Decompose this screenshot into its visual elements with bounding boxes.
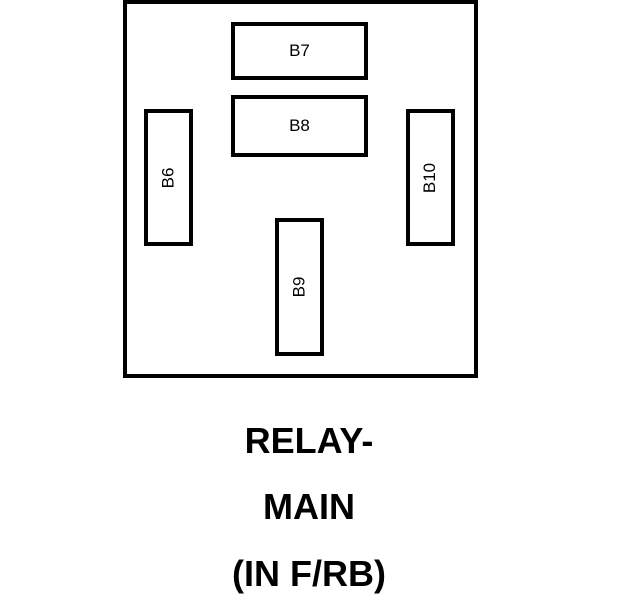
terminal-b7-label: B7 [289, 41, 310, 60]
terminal-b6: B6 [144, 109, 193, 246]
terminal-b7: B7 [231, 22, 368, 80]
caption-line-2: MAIN [263, 486, 355, 527]
terminal-b8-label: B8 [289, 116, 310, 135]
terminal-b10: B10 [406, 109, 455, 246]
caption-line-1: RELAY- [244, 420, 374, 461]
caption-line-3: (IN F/RB) [232, 553, 386, 594]
terminal-b9-label: B9 [289, 276, 309, 298]
terminal-b6-label: B6 [158, 167, 178, 188]
terminal-b8: B8 [231, 95, 368, 157]
terminal-b9: B9 [275, 218, 324, 356]
terminal-b10-label: B10 [420, 162, 440, 193]
